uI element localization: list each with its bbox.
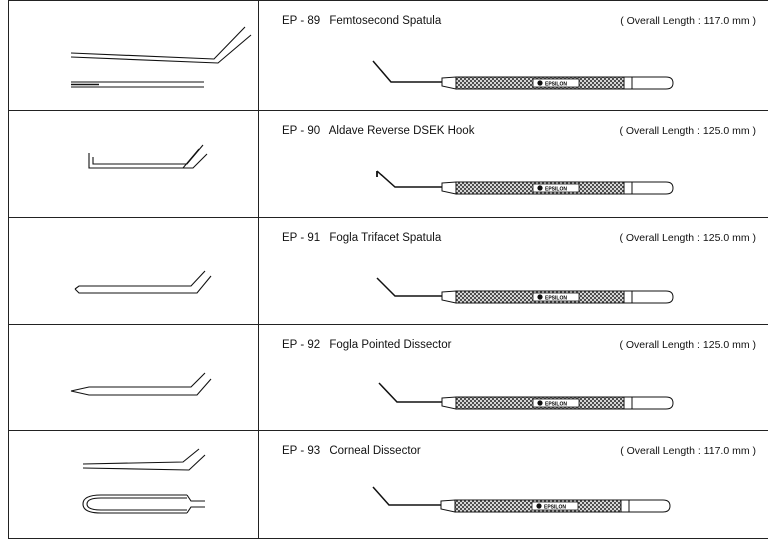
tip-detail-cell <box>8 431 259 538</box>
instrument-detail-cell: EP - 90 Aldave Reverse DSEK Hook ( Overa… <box>259 111 768 217</box>
tip-detail-cell <box>8 1 259 110</box>
instrument-row-ep90: EP - 90 Aldave Reverse DSEK Hook ( Overa… <box>8 110 768 217</box>
tip-detail-cell <box>8 218 259 324</box>
brand-logo-icon <box>536 503 542 509</box>
instrument-title: EP - 93 Corneal Dissector <box>282 445 421 457</box>
instrument-code: EP - 91 <box>282 232 321 244</box>
brand-logo-icon <box>537 294 543 300</box>
instrument-drawing: EPSILON <box>376 277 674 304</box>
instrument-title: EP - 90 Aldave Reverse DSEK Hook <box>282 125 474 137</box>
instrument-code: EP - 90 <box>282 125 321 137</box>
instrument-drawing: EPSILON <box>372 486 671 513</box>
instrument-row-ep89: EP - 89 Femtosecond Spatula ( Overall Le… <box>8 0 768 110</box>
tip-detail-drawing <box>70 372 212 396</box>
instrument-title: EP - 92 Fogla Pointed Dissector <box>282 339 451 351</box>
brand-logo-icon <box>537 80 543 86</box>
instrument-name: Fogla Pointed Dissector <box>329 339 452 351</box>
instrument-name: Femtosecond Spatula <box>329 15 442 27</box>
overall-length: ( Overall Length : 125.0 mm ) <box>619 232 756 244</box>
instrument-name: Corneal Dissector <box>329 445 421 457</box>
instrument-row-ep93: EP - 93 Corneal Dissector ( Overall Leng… <box>8 430 768 538</box>
instrument-drawing: EPSILON <box>376 170 674 195</box>
brand-label: EPSILON <box>544 505 566 511</box>
tip-detail-drawing <box>82 448 206 514</box>
instrument-row-ep92: EP - 92 Fogla Pointed Dissector ( Overal… <box>8 324 768 430</box>
instrument-catalog: EP - 89 Femtosecond Spatula ( Overall Le… <box>8 0 768 543</box>
instrument-title: EP - 91 Fogla Trifacet Spatula <box>282 232 441 244</box>
brand-label: EPSILON <box>545 402 567 408</box>
instrument-row-ep91: EP - 91 Fogla Trifacet Spatula ( Overall… <box>8 217 768 324</box>
tip-detail-drawing <box>70 26 252 88</box>
instrument-drawing: EPSILON <box>372 60 674 90</box>
tip-detail-cell <box>8 325 259 430</box>
instrument-name: Aldave Reverse DSEK Hook <box>328 125 475 137</box>
overall-length: ( Overall Length : 117.0 mm ) <box>620 15 756 27</box>
instrument-detail-cell: EP - 91 Fogla Trifacet Spatula ( Overall… <box>259 218 768 324</box>
instrument-title: EP - 89 Femtosecond Spatula <box>282 15 441 27</box>
instrument-code: EP - 93 <box>282 445 321 457</box>
tip-detail-cell <box>8 111 259 217</box>
tip-detail-drawing <box>74 270 212 294</box>
brand-label: EPSILON <box>545 187 567 193</box>
instrument-drawing: EPSILON <box>378 382 674 410</box>
brand-label: EPSILON <box>545 296 567 302</box>
tip-detail-drawing <box>88 144 208 169</box>
instrument-name: Fogla Trifacet Spatula <box>329 232 442 244</box>
brand-logo-icon <box>537 400 543 406</box>
instrument-detail-cell: EP - 89 Femtosecond Spatula ( Overall Le… <box>259 1 768 110</box>
table-bottom-border <box>8 538 768 539</box>
instrument-code: EP - 89 <box>282 15 321 27</box>
instrument-code: EP - 92 <box>282 339 321 351</box>
overall-length: ( Overall Length : 117.0 mm ) <box>620 445 756 457</box>
brand-logo-icon <box>537 185 543 191</box>
instrument-detail-cell: EP - 92 Fogla Pointed Dissector ( Overal… <box>259 325 768 430</box>
overall-length: ( Overall Length : 125.0 mm ) <box>619 339 756 351</box>
instrument-detail-cell: EP - 93 Corneal Dissector ( Overall Leng… <box>259 431 768 538</box>
overall-length: ( Overall Length : 125.0 mm ) <box>619 125 756 137</box>
brand-label: EPSILON <box>545 82 567 88</box>
